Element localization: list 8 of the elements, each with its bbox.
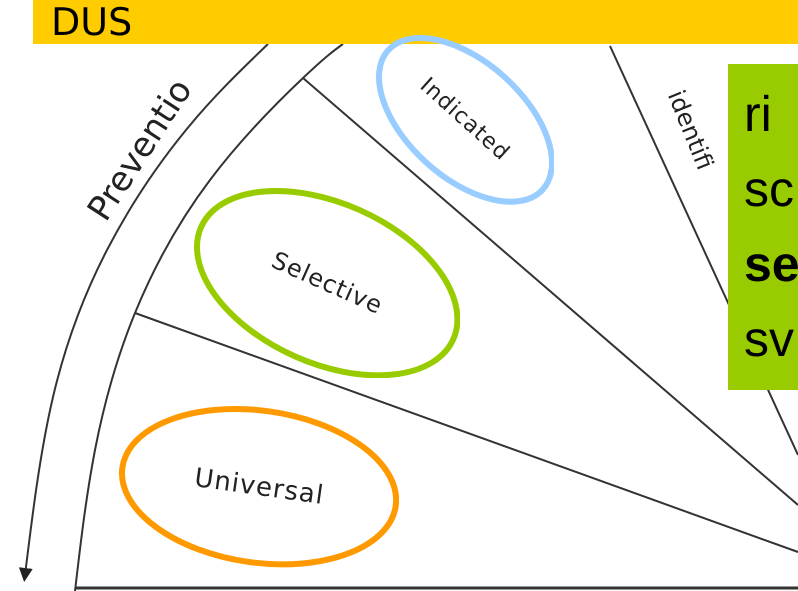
universal-ellipse	[118, 406, 400, 568]
selective-ellipse	[194, 188, 460, 378]
note-text: ri sc se sv	[744, 85, 796, 369]
tier-label: Universal	[192, 463, 326, 511]
title-banner	[33, 0, 798, 44]
note-panel	[728, 64, 798, 390]
indicated-ellipse	[376, 35, 554, 205]
heading-text: DUS	[51, 2, 132, 42]
